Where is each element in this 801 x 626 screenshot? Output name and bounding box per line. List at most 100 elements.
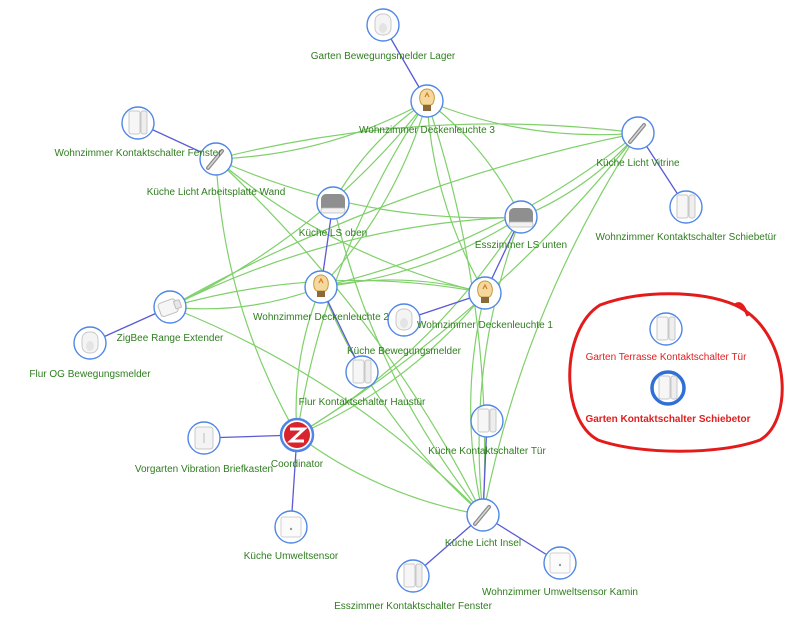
device-label: Küche LS oben <box>299 228 367 239</box>
device-node-wz-umwelt[interactable] <box>543 546 577 580</box>
offline-highlight <box>568 292 784 453</box>
mesh-link <box>215 158 522 219</box>
device-node-wz-kontakt-schiebe[interactable] <box>669 190 703 224</box>
vibration-sensor-icon <box>194 426 214 450</box>
device-node-ess-kontakt-fenster[interactable] <box>396 559 430 593</box>
device-node-kueche-vitrine[interactable] <box>621 116 655 150</box>
device-node-esszimmer-ls[interactable] <box>504 200 538 234</box>
device-node-kueche-arbeitsplatte[interactable] <box>199 142 233 176</box>
mesh-link <box>215 123 639 160</box>
device-label: Küche Licht Insel <box>445 538 521 549</box>
light-strip-icon <box>206 149 224 170</box>
contact-sensor-icon <box>128 110 148 135</box>
device-label: Küche Licht Arbeitsplatte Wand <box>147 187 286 198</box>
contact-sensor-icon <box>403 563 423 588</box>
motion-sensor-icon <box>81 331 99 354</box>
device-label: Flur OG Bewegungsmelder <box>29 369 151 380</box>
contact-sensor-icon <box>477 408 497 433</box>
mesh-link <box>215 100 428 160</box>
mesh-link <box>320 286 484 516</box>
device-label: Wohnzimmer Kontaktschalter Schiebetür <box>595 232 777 243</box>
device-label: Wohnzimmer Umweltsensor Kamin <box>482 587 638 598</box>
bulb-icon <box>477 280 493 303</box>
mesh-link <box>215 158 484 516</box>
mesh-link <box>332 202 484 516</box>
mesh-link <box>169 132 639 308</box>
mesh-link <box>296 292 486 436</box>
device-node-wz-decke2[interactable] <box>304 270 338 304</box>
mesh-link <box>215 158 486 294</box>
mesh-link <box>295 286 322 436</box>
contact-sensor-icon <box>676 194 696 219</box>
contact-sensor-icon <box>352 359 372 384</box>
device-label: Wohnzimmer Deckenleuchte 3 <box>359 125 495 136</box>
device-node-garten-bewegung[interactable] <box>366 8 400 42</box>
device-node-wz-kontakt-fenster[interactable] <box>121 106 155 140</box>
speaker-icon <box>508 208 534 228</box>
contact-sensor-icon <box>656 316 676 341</box>
mesh-link <box>320 132 639 288</box>
device-label: ZigBee Range Extender <box>117 333 224 344</box>
mesh-link <box>520 132 639 218</box>
device-node-wz-decke3[interactable] <box>410 84 444 118</box>
device-node-kueche-bewegung[interactable] <box>387 303 421 337</box>
plug-icon <box>157 298 182 317</box>
device-node-garten-terrasse[interactable] <box>649 312 683 346</box>
mesh-links <box>169 100 639 516</box>
device-node-kueche-umwelt[interactable] <box>274 510 308 544</box>
device-label: Garten Terrasse Kontaktschalter Tür <box>586 352 747 363</box>
mesh-link <box>296 100 428 436</box>
mesh-link <box>169 100 428 308</box>
device-node-flur-og[interactable] <box>73 326 107 360</box>
zigbee-coordinator-icon <box>284 422 310 448</box>
device-node-range-ext[interactable] <box>153 290 187 324</box>
device-label: Coordinator <box>271 459 324 470</box>
device-label: Wohnzimmer Deckenleuchte 1 <box>417 320 553 331</box>
device-label: Wohnzimmer Kontaktschalter Fenster <box>54 148 222 159</box>
temperature-sensor-icon <box>549 552 571 574</box>
device-node-kueche-kontakt-tuer[interactable] <box>470 404 504 438</box>
device-label: Esszimmer LS unten <box>475 240 567 251</box>
device-label: Garten Bewegungsmelder Lager <box>311 51 456 62</box>
device-label: Vorgarten Vibration Briefkasten <box>135 464 273 475</box>
mesh-link <box>478 216 522 516</box>
motion-sensor-icon <box>395 308 413 331</box>
mesh-link <box>470 292 486 516</box>
device-node-garten-schiebetor[interactable] <box>650 370 686 406</box>
speaker-icon <box>320 194 346 214</box>
mesh-link <box>426 100 522 218</box>
device-label: Flur Kontaktschalter Haustür <box>299 397 426 408</box>
highlight-outline <box>568 292 784 453</box>
mesh-link <box>296 434 484 516</box>
device-nodes[interactable] <box>73 8 703 593</box>
mesh-link <box>169 216 522 308</box>
device-node-vorgarten[interactable] <box>187 421 221 455</box>
device-label: Küche Kontaktschalter Tür <box>428 446 546 457</box>
device-label: Esszimmer Kontaktschalter Fenster <box>334 601 492 612</box>
device-label: Küche Umweltsensor <box>244 551 339 562</box>
mesh-link <box>169 306 484 516</box>
device-node-wz-decke1[interactable] <box>468 276 502 310</box>
mesh-link <box>426 100 639 136</box>
mesh-link <box>169 286 322 310</box>
device-label: Garten Kontaktschalter Schiebetor <box>585 414 750 425</box>
device-label: Küche Licht Vitrine <box>596 158 680 169</box>
contact-sensor-icon <box>658 375 678 400</box>
device-node-kueche-ls-oben[interactable] <box>316 186 350 220</box>
mesh-link <box>215 158 298 436</box>
motion-sensor-icon <box>374 13 392 36</box>
bulb-icon <box>313 274 329 297</box>
temperature-sensor-icon <box>280 516 302 538</box>
mesh-link <box>320 279 486 294</box>
mesh-link <box>482 132 639 516</box>
device-node-kueche-insel[interactable] <box>466 498 500 532</box>
bulb-icon <box>419 88 435 111</box>
device-node-flur-haustuer[interactable] <box>345 355 379 389</box>
device-label: Küche Bewegungsmelder <box>347 346 462 357</box>
mesh-link <box>296 216 522 436</box>
mesh-link <box>320 216 522 288</box>
device-node-coordinator[interactable] <box>279 417 315 453</box>
device-label: Wohnzimmer Deckenleuchte 2 <box>253 312 389 323</box>
